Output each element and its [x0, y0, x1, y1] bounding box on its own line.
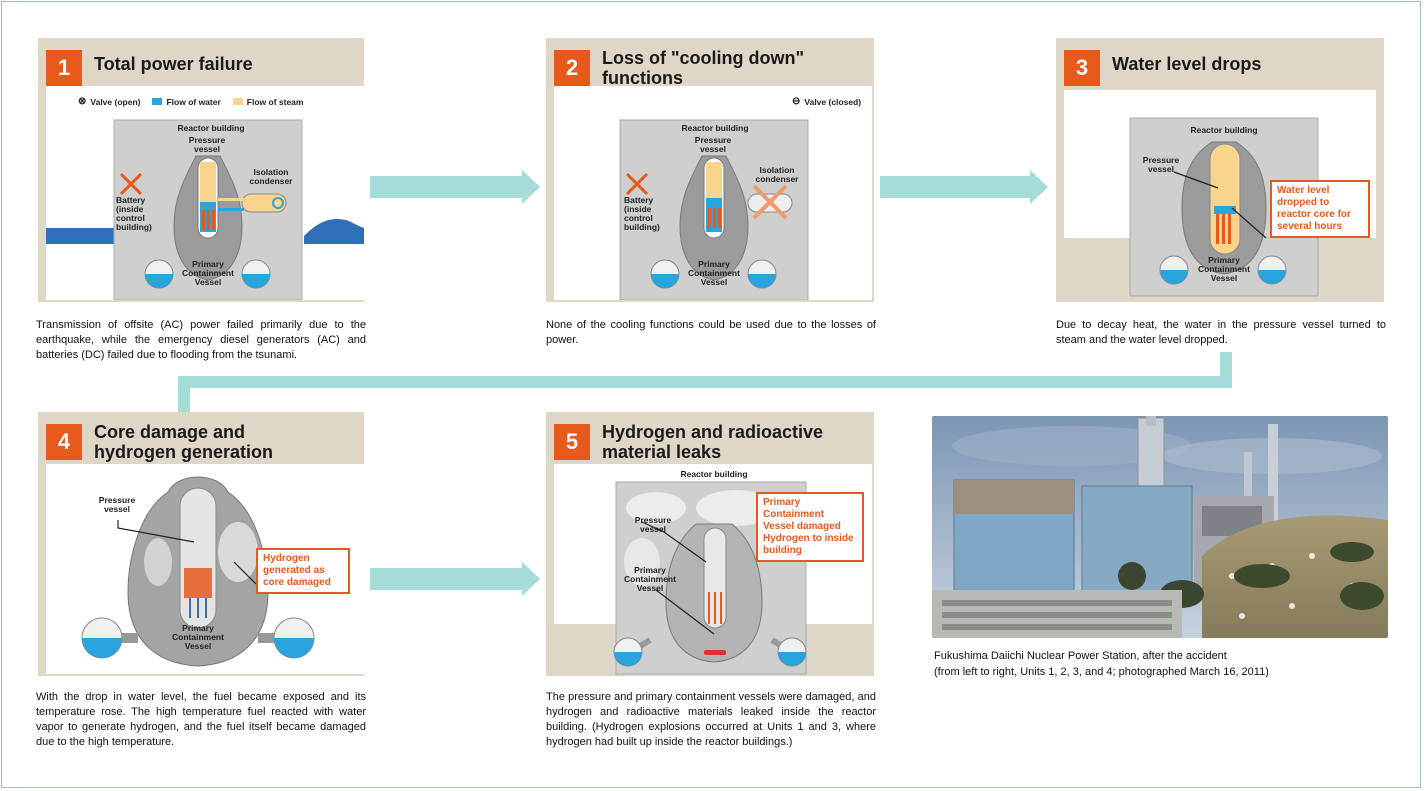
step-2-diagram-area: ⊖Valve (closed) Reactor building Pressur… — [554, 86, 872, 300]
step-2-isolation-condenser-label: Isolation condenser — [755, 165, 799, 184]
steam-swatch — [232, 98, 243, 105]
step-4-pcv-label: Primary Containment Vessel — [172, 623, 224, 651]
step-4-number: 4 — [46, 424, 82, 460]
step-1-reactor-illustration — [46, 119, 364, 300]
step-4-title: Core damage and hydrogen generation — [94, 422, 274, 462]
water-swatch — [152, 98, 163, 105]
step-2-battery-label: Battery (inside control building) — [624, 195, 660, 232]
step-2-number: 2 — [554, 50, 590, 86]
step-2-pcv-label: Primary Containment Vessel — [688, 259, 740, 287]
step-1-battery-label: Battery (inside control building) — [116, 195, 152, 232]
step-5-pcv-label: Primary Containment Vessel — [624, 565, 676, 593]
legend-valve-open: Valve (open) — [90, 96, 141, 107]
step-4-panel: 4 Core damage and hydrogen generation Pr… — [38, 412, 364, 676]
step-5-title: Hydrogen and radioactive material leaks — [602, 422, 824, 462]
step-1-isolation-condenser-label: Isolation condenser — [249, 167, 293, 186]
step-4-reactor-illustration — [81, 476, 315, 667]
step-3-pcv-label: Primary Containment Vessel — [1198, 255, 1250, 283]
step-3-reactor-building-label: Reactor building — [1190, 125, 1258, 135]
step-5-pressure-vessel-label: Pressure vessel — [634, 515, 672, 534]
step-2-title: Loss of "cooling down" functions — [602, 48, 805, 88]
step-1-diagram-area: ⊗Valve (open) Flow of water Flow of stea… — [46, 86, 364, 300]
step-2-legend: ⊖Valve (closed) — [792, 96, 861, 107]
step-1-pcv-label: Primary Containment Vessel — [182, 259, 234, 287]
step-4-callout: Hydrogen generated as core damaged — [256, 548, 350, 594]
step-2-panel: 2 Loss of "cooling down" functions ⊖Valv… — [546, 38, 874, 302]
step-4-description: With the drop in water level, the fuel b… — [36, 691, 366, 748]
step-1-description: Transmission of offsite (AC) power faile… — [36, 319, 366, 361]
step-5-number: 5 — [554, 424, 590, 460]
step-5-panel: 5 Hydrogen and radioactive material leak… — [546, 412, 874, 676]
photo-caption-line-2: (from left to right, Units 1, 2, 3, and … — [934, 666, 1269, 678]
step-1-legend: ⊗Valve (open) Flow of water Flow of stea… — [78, 96, 303, 107]
valve-closed-icon: ⊖ — [792, 96, 801, 107]
step-5-reactor-building-label: Reactor building — [680, 469, 748, 479]
valve-open-icon: ⊗ — [78, 96, 87, 107]
photo-caption-line-1: Fukushima Daiichi Nuclear Power Station,… — [934, 650, 1227, 662]
step-1-pressure-vessel-label: Pressure vessel — [188, 135, 226, 154]
station-photo — [932, 416, 1388, 638]
step-1-reactor-building-label: Reactor building — [177, 123, 245, 133]
step-3-panel: 3 Water level drops Reactor building Pre… — [1056, 38, 1384, 302]
legend-flow-steam: Flow of steam — [246, 96, 304, 107]
step-3-reactor-illustration — [1129, 117, 1319, 297]
step-3-callout: Water level dropped to reactor core for … — [1270, 180, 1370, 238]
legend-valve-closed: Valve (closed) — [804, 96, 862, 107]
step-5-description: The pressure and primary containment ves… — [546, 691, 876, 748]
step-4-pressure-vessel-label: Pressure vessel — [98, 495, 136, 514]
step-2-description: None of the cooling functions could be u… — [546, 319, 876, 346]
step-2-pressure-vessel-label: Pressure vessel — [694, 135, 732, 154]
step-3-description: Due to decay heat, the water in the pres… — [1056, 319, 1386, 346]
step-1-number: 1 — [46, 50, 82, 86]
step-3-pressure-vessel-label: Pressure vessel — [1142, 155, 1180, 174]
step-1-title: Total power failure — [94, 54, 253, 74]
station-photo-illustration — [932, 416, 1388, 638]
step-2-reactor-illustration — [619, 119, 809, 300]
step-1-panel: 1 Total power failure ⊗Valve (open) Flow… — [38, 38, 364, 302]
legend-flow-water: Flow of water — [166, 96, 221, 107]
step-3-number: 3 — [1064, 50, 1100, 86]
step-2-reactor-building-label: Reactor building — [681, 123, 749, 133]
step-5-callout: Primary Containment Vessel damaged Hydro… — [756, 492, 864, 562]
step-3-title: Water level drops — [1112, 54, 1262, 74]
photo-caption: Fukushima Daiichi Nuclear Power Station,… — [934, 648, 1269, 680]
